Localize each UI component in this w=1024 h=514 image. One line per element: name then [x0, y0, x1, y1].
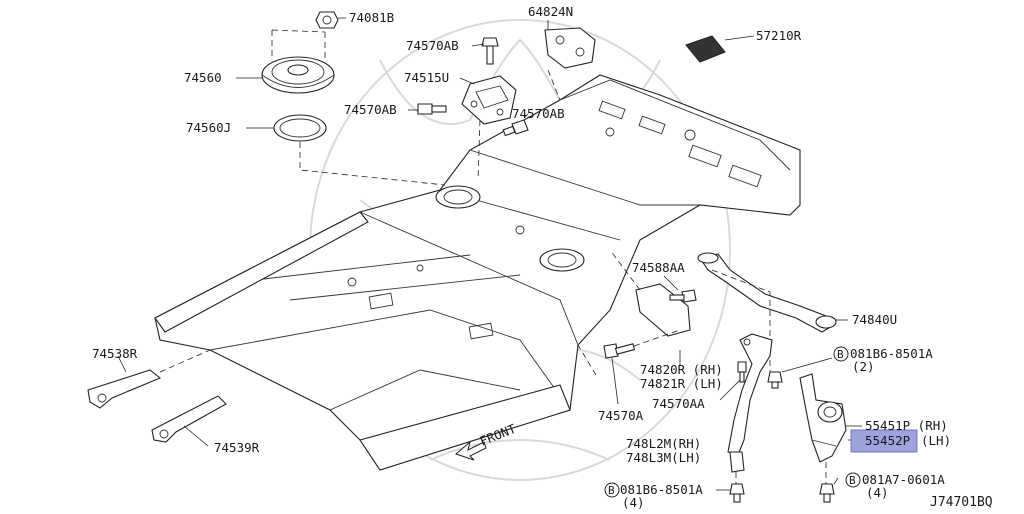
bolt-74570A — [603, 343, 636, 359]
leader-57210R — [724, 35, 755, 41]
diagram-id: J74701BQ — [930, 495, 993, 510]
label-74840U[interactable]: 74840U — [852, 312, 897, 327]
strap-74840U — [697, 252, 837, 333]
label-64824N[interactable]: 64824N — [528, 4, 573, 19]
bracket-74515U — [461, 75, 517, 125]
bolt-mark-icon — [833, 346, 849, 362]
bolt-74570AB-top — [481, 37, 499, 65]
member-74539R — [151, 395, 227, 443]
bolt-081A7 — [819, 483, 835, 503]
leader-081A7 — [833, 477, 839, 485]
dashed-floor-rear — [577, 344, 597, 376]
label-74570AA[interactable]: 74570AA — [652, 396, 705, 411]
bolt-mark-lower: B — [608, 484, 615, 497]
label-748L3M[interactable]: 748L3M(LH) — [626, 450, 701, 465]
label-74820R[interactable]: 74820R (RH) — [640, 362, 723, 377]
leader-74515U — [459, 77, 475, 85]
label-74570AB-right[interactable]: 74570AB — [512, 106, 565, 121]
leader-74539R — [183, 425, 209, 447]
bolt-74570AB-right — [502, 119, 529, 137]
rear-floor-panel — [154, 74, 801, 471]
label-081B6-upper-qty: (2) — [852, 359, 875, 374]
label-74570AB-top[interactable]: 74570AB — [406, 38, 459, 53]
dashed-64824N — [547, 69, 561, 101]
leader-081B6-upper — [781, 357, 833, 373]
leader-74570AB-right — [523, 113, 529, 119]
label-74560J[interactable]: 74560J — [186, 120, 231, 135]
highlight-55452P — [850, 429, 918, 453]
dashed-ring-to-floor — [299, 142, 446, 186]
dashed-74538R — [159, 349, 211, 373]
label-74570AB-left[interactable]: 74570AB — [344, 102, 397, 117]
member-74538R — [87, 369, 162, 409]
bracket-64824N — [544, 27, 596, 69]
label-55452P-side: (LH) — [921, 433, 951, 448]
label-081A7-qty: (4) — [866, 485, 889, 500]
label-74570A[interactable]: 74570A — [598, 408, 644, 423]
label-74588AA[interactable]: 74588AA — [632, 260, 685, 275]
bolt-74570AB-left — [417, 103, 447, 115]
ring-74560J — [273, 114, 327, 142]
bracket-74588AA — [635, 283, 697, 337]
bolt-mark-icon — [604, 482, 620, 498]
leader-74570AA — [719, 379, 741, 401]
leader-74538R — [117, 355, 127, 373]
dashed-frame-insulator — [271, 29, 326, 58]
label-081B6-upper[interactable]: 081B6-8501A — [850, 346, 933, 361]
dashed-74588AA — [609, 249, 641, 291]
label-748L2M[interactable]: 748L2M(RH) — [626, 436, 701, 451]
bolt-mark-icon — [845, 472, 861, 488]
label-55451P[interactable]: 55451P (RH) — [865, 418, 948, 433]
insulator-74560 — [261, 56, 335, 94]
label-74515U[interactable]: 74515U — [404, 70, 449, 85]
dashed-74515U — [477, 119, 481, 181]
label-55452P[interactable]: 55452P — [865, 433, 910, 448]
nut-74081B — [315, 11, 339, 29]
leader-74570AB-top — [471, 43, 485, 47]
label-74560[interactable]: 74560 — [184, 70, 222, 85]
label-57210R[interactable]: 57210R — [756, 28, 802, 43]
label-74538R[interactable]: 74538R — [92, 346, 138, 361]
dashed-74570A — [633, 329, 681, 347]
leader-74570A — [611, 357, 619, 405]
bolt-081B6-upper — [767, 371, 783, 389]
bolt-74570AA — [737, 361, 747, 383]
label-081A7[interactable]: 081A7-0601A — [862, 472, 945, 487]
bracket-55451P — [799, 373, 847, 463]
stay-74820R — [727, 333, 773, 473]
leader-74588AA — [663, 275, 679, 291]
bolt-mark-081A7: B — [849, 474, 856, 487]
label-081B6-lower[interactable]: 081B6-8501A — [620, 482, 703, 497]
bolt-mark-upper: B — [837, 348, 844, 361]
label-74539R[interactable]: 74539R — [214, 440, 260, 455]
pad-57210R — [685, 35, 726, 63]
label-74081B[interactable]: 74081B — [349, 10, 394, 25]
label-081B6-lower-qty: (4) — [622, 495, 645, 510]
label-74821R[interactable]: 74821R (LH) — [640, 376, 723, 391]
bolt-081B6-lower — [729, 483, 745, 503]
front-arrow-icon — [455, 440, 487, 461]
